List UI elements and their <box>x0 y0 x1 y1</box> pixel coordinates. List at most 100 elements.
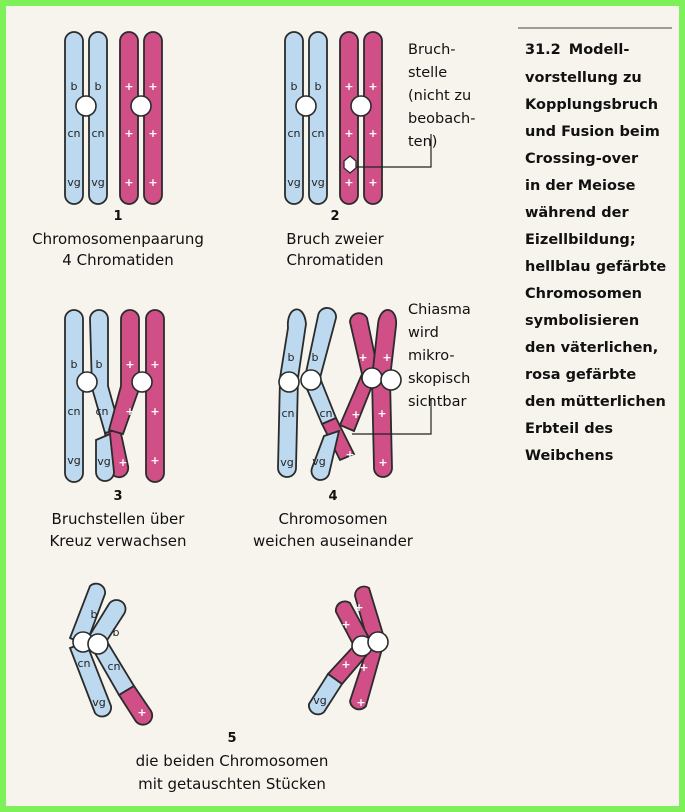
gene-label-plus: + <box>148 127 157 140</box>
gene-label-vg: vg <box>67 454 81 467</box>
crossing-over-diagram: b cn vg b cn vg + + + + + + 1 Chromosome… <box>6 6 679 806</box>
panel-number: 5 <box>227 731 236 746</box>
panel-number: 1 <box>113 209 122 224</box>
caption-text: Chromosomen <box>525 286 642 302</box>
gene-label-plus: + <box>118 456 127 469</box>
chromatid-2-2: b cn vg <box>309 32 327 204</box>
gene-label-b: b <box>312 351 319 364</box>
panel-5: b b cn cn vg + + + + + + vg 5 die beiden… <box>70 584 388 793</box>
gene-label-vg: vg <box>287 176 301 189</box>
chromatid-2-4: + + + <box>364 32 382 204</box>
caption-text: Erbteil des <box>525 421 613 437</box>
caption-text: Kopplungsbruch <box>525 97 658 113</box>
gene-label-cn: cn <box>287 127 300 140</box>
panel-caption-line: Chromatiden <box>286 251 383 269</box>
gene-label-plus: + <box>124 127 133 140</box>
note-line: stelle <box>408 65 447 81</box>
caption-text: hellblau gefärbte <box>525 259 666 275</box>
gene-label-b: b <box>291 80 298 93</box>
caption-text: und Fusion beim <box>525 124 660 140</box>
gene-label-vg: vg <box>97 455 111 468</box>
gene-label-b: b <box>95 80 102 93</box>
gene-label-plus: + <box>137 706 146 719</box>
gene-label-cn: cn <box>95 405 108 418</box>
gene-label-plus: + <box>356 696 365 709</box>
chromatid-4-1: b cn vg <box>278 309 306 477</box>
chiasma-note: Chiasma wird mikro- skopisch sichtbar <box>408 302 471 410</box>
gene-label-vg: vg <box>312 455 326 468</box>
panel-1: b cn vg b cn vg + + + + + + 1 Chromosome… <box>32 32 204 269</box>
panel-caption-line: Bruchstellen über <box>52 510 186 528</box>
panel-caption-line: weichen auseinander <box>253 532 414 550</box>
caption-text: Crossing-over <box>525 151 639 167</box>
gene-label-b: b <box>113 626 120 639</box>
gene-label-plus: + <box>125 358 134 371</box>
panel-3: b cn vg b cn vg + + + + + + 3 Bruchstell… <box>49 310 186 550</box>
caption-text: während der <box>525 205 629 221</box>
gene-label-b: b <box>315 80 322 93</box>
gene-label-plus: + <box>358 351 367 364</box>
centromere <box>381 370 401 390</box>
panel-2: b cn vg b cn vg + + + + + + Bruch- stell… <box>285 32 475 269</box>
gene-label-plus: + <box>124 176 133 189</box>
note-line: (nicht zu <box>408 88 471 104</box>
panel-caption-line: Chromosomenpaarung <box>32 230 204 248</box>
caption-text: Weibchens <box>525 448 613 464</box>
note-line: skopisch <box>408 371 470 387</box>
panel-number: 3 <box>113 489 122 504</box>
panel-4: b cn vg b cn vg + + + + + + <box>253 302 471 550</box>
gene-label-cn: cn <box>319 407 332 420</box>
recombinant-chromosome-right: + + + + + vg <box>309 586 388 714</box>
gene-label-vg: vg <box>313 694 327 707</box>
gene-label-plus: + <box>351 408 360 421</box>
gene-label-plus: + <box>368 176 377 189</box>
chromatid-4-4: + + + <box>372 310 396 477</box>
caption-text: Modell- <box>569 42 630 58</box>
gene-label-cn: cn <box>107 660 120 673</box>
gene-label-plus: + <box>368 127 377 140</box>
centromere <box>368 632 388 652</box>
gene-label-plus: + <box>341 658 350 671</box>
gene-label-b: b <box>71 80 78 93</box>
gene-label-plus: + <box>345 448 354 461</box>
gene-label-plus: + <box>378 456 387 469</box>
centromere <box>351 96 371 116</box>
gene-label-cn: cn <box>67 127 80 140</box>
panel-number: 4 <box>328 489 337 504</box>
centromere <box>77 372 97 392</box>
gene-label-b: b <box>91 608 98 621</box>
figure-number: 31.2 <box>525 42 561 58</box>
centromere <box>296 96 316 116</box>
gene-label-plus: + <box>148 176 157 189</box>
gene-label-plus: + <box>344 176 353 189</box>
figure-caption: 31.2 Modell- vorstellung zu Kopplungsbruc… <box>518 28 672 464</box>
figure-page: b cn vg b cn vg + + + + + + 1 Chromosome… <box>6 6 679 806</box>
chromatid-3-1: b cn vg <box>65 310 83 482</box>
chromatid-1-3: + + + <box>120 32 138 204</box>
caption-line-1: 31.2 Modell- <box>525 42 629 58</box>
gene-label-b: b <box>71 358 78 371</box>
centromere <box>131 96 151 116</box>
gene-label-cn: cn <box>281 407 294 420</box>
centromere <box>279 372 299 392</box>
gene-label-vg: vg <box>311 176 325 189</box>
gene-label-vg: vg <box>91 176 105 189</box>
centromere <box>362 368 382 388</box>
note-line: sichtbar <box>408 394 467 410</box>
gene-label-plus: + <box>124 80 133 93</box>
chromatid-1-4: + + + <box>144 32 162 204</box>
panel-caption-line: die beiden Chromosomen <box>136 752 329 770</box>
gene-label-plus: + <box>148 80 157 93</box>
caption-text: symbolisieren <box>525 313 639 329</box>
gene-label-plus: + <box>359 661 368 674</box>
caption-text: den väterlichen, <box>525 340 658 356</box>
gene-label-b: b <box>96 358 103 371</box>
caption-text: vorstellung zu <box>525 70 642 86</box>
chromatid-2-1: b cn vg <box>285 32 303 204</box>
centromere <box>301 370 321 390</box>
note-line: beobach- <box>408 111 475 127</box>
centromere <box>88 634 108 654</box>
recombinant-chromosome-left: b b cn cn vg + <box>70 584 152 725</box>
panel-caption-line: Chromosomen <box>278 510 387 528</box>
caption-text: in der Meiose <box>525 178 636 194</box>
